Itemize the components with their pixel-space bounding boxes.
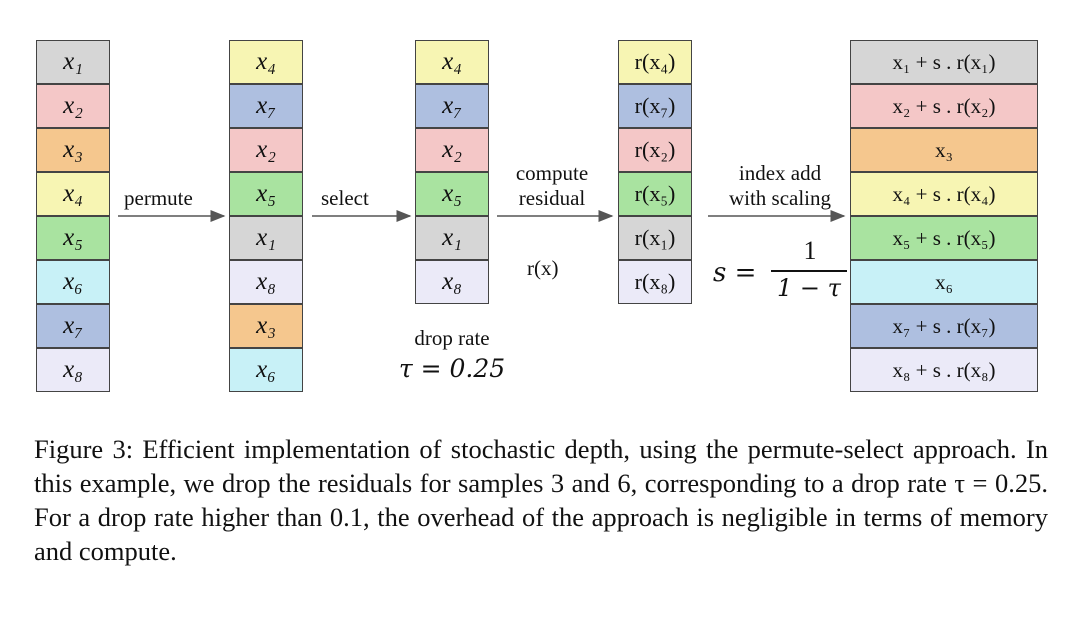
drop-rate-label: drop rate	[414, 326, 490, 350]
fraction-denominator: 1 − τ	[777, 274, 841, 302]
permuted-cell: x₆	[229, 348, 303, 392]
tau-value: τ = 0.25	[398, 354, 506, 383]
permuted-cell: x₅	[229, 172, 303, 216]
output-cell: x₈ + s . r(x₈)	[850, 348, 1038, 392]
permuted-cell: x₈	[229, 260, 303, 304]
permuted-cell: x₇	[229, 84, 303, 128]
output-cell: x₆	[850, 260, 1038, 304]
permuted-cell: x₃	[229, 304, 303, 348]
compute-label-line1: compute	[515, 161, 589, 185]
residuals-column: r(x₄)r(x₇)r(x₂)r(x₅)r(x₁)r(x₈)	[618, 40, 692, 304]
scaling-lhs: s =	[713, 258, 757, 288]
index-add-line1: index add	[738, 161, 822, 185]
input-cell: x₄	[36, 172, 110, 216]
input-cell: x₈	[36, 348, 110, 392]
input-cell: x₁	[36, 40, 110, 84]
selected-cell: x₇	[415, 84, 489, 128]
input-cell: x₂	[36, 84, 110, 128]
input-cell: x₅	[36, 216, 110, 260]
residuals-cell: r(x₂)	[618, 128, 692, 172]
scaling-formula: s = 1 1 − τ	[713, 236, 847, 302]
permuted-cell: x₄	[229, 40, 303, 84]
output-cell: x₁ + s . r(x₁)	[850, 40, 1038, 84]
permuted-cell: x₁	[229, 216, 303, 260]
permuted-cell: x₂	[229, 128, 303, 172]
residuals-cell: r(x₄)	[618, 40, 692, 84]
residuals-cell: r(x₇)	[618, 84, 692, 128]
tau-equation: τ = 0.25	[388, 356, 516, 382]
selected-cell: x₅	[415, 172, 489, 216]
output-cell: x₄ + s . r(x₄)	[850, 172, 1038, 216]
figure-caption: Figure 3: Efficient implementation of st…	[34, 434, 1048, 566]
output-cell: x₃	[850, 128, 1038, 172]
output-cell: x₅ + s . r(x₅)	[850, 216, 1038, 260]
index-add-label: index add with scaling	[710, 161, 850, 211]
residuals-cell: r(x₁)	[618, 216, 692, 260]
input-cell: x₃	[36, 128, 110, 172]
selected-cell: x₁	[415, 216, 489, 260]
permute-label: permute	[124, 186, 193, 210]
output-cell: x₇ + s . r(x₇)	[850, 304, 1038, 348]
residuals-cell: r(x₈)	[618, 260, 692, 304]
fraction-bar	[771, 270, 847, 272]
select-label: select	[321, 186, 369, 210]
compute-label-line2: residual	[518, 186, 586, 210]
index-add-line2: with scaling	[728, 186, 832, 210]
compute-residual-label: compute residual	[500, 161, 604, 211]
input-cell: x₇	[36, 304, 110, 348]
input-cell: x₆	[36, 260, 110, 304]
residuals-cell: r(x₅)	[618, 172, 692, 216]
output-cell: x₂ + s . r(x₂)	[850, 84, 1038, 128]
selected-cell: x₄	[415, 40, 489, 84]
selected-cell: x₈	[415, 260, 489, 304]
rx-label: r(x)	[527, 256, 559, 280]
selected-cell: x₂	[415, 128, 489, 172]
fraction-numerator: 1	[803, 236, 817, 265]
